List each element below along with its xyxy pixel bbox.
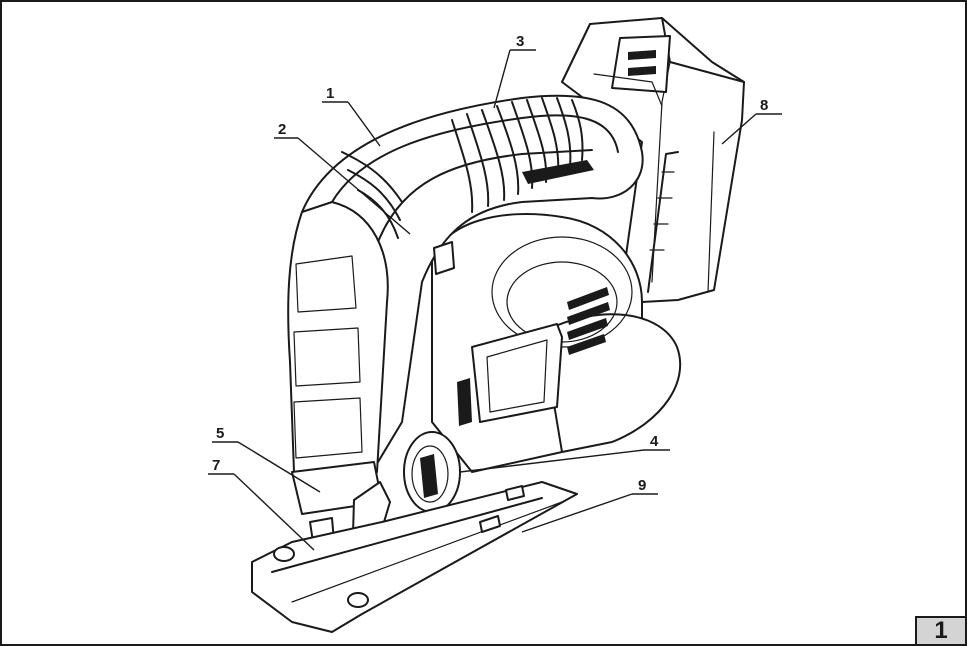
callout-8: 8 bbox=[760, 97, 768, 114]
battery-pack bbox=[561, 17, 745, 303]
callout-4: 4 bbox=[650, 433, 659, 450]
callout-3: 3 bbox=[516, 33, 524, 50]
callout-7: 7 bbox=[212, 457, 220, 474]
callout-leaders bbox=[208, 49, 782, 551]
front-housing bbox=[287, 201, 389, 515]
vent-slots bbox=[567, 287, 610, 355]
base-plate bbox=[251, 481, 578, 633]
callout-9: 9 bbox=[638, 477, 646, 494]
callout-1: 1 bbox=[326, 85, 334, 102]
motor-housing bbox=[431, 213, 682, 473]
grip-ribs bbox=[451, 97, 584, 213]
figure-number-badge: 1 bbox=[915, 616, 967, 646]
callout-5: 5 bbox=[216, 425, 224, 442]
speed-dial bbox=[403, 431, 461, 513]
handle bbox=[301, 94, 644, 473]
callout-2: 2 bbox=[278, 121, 286, 138]
